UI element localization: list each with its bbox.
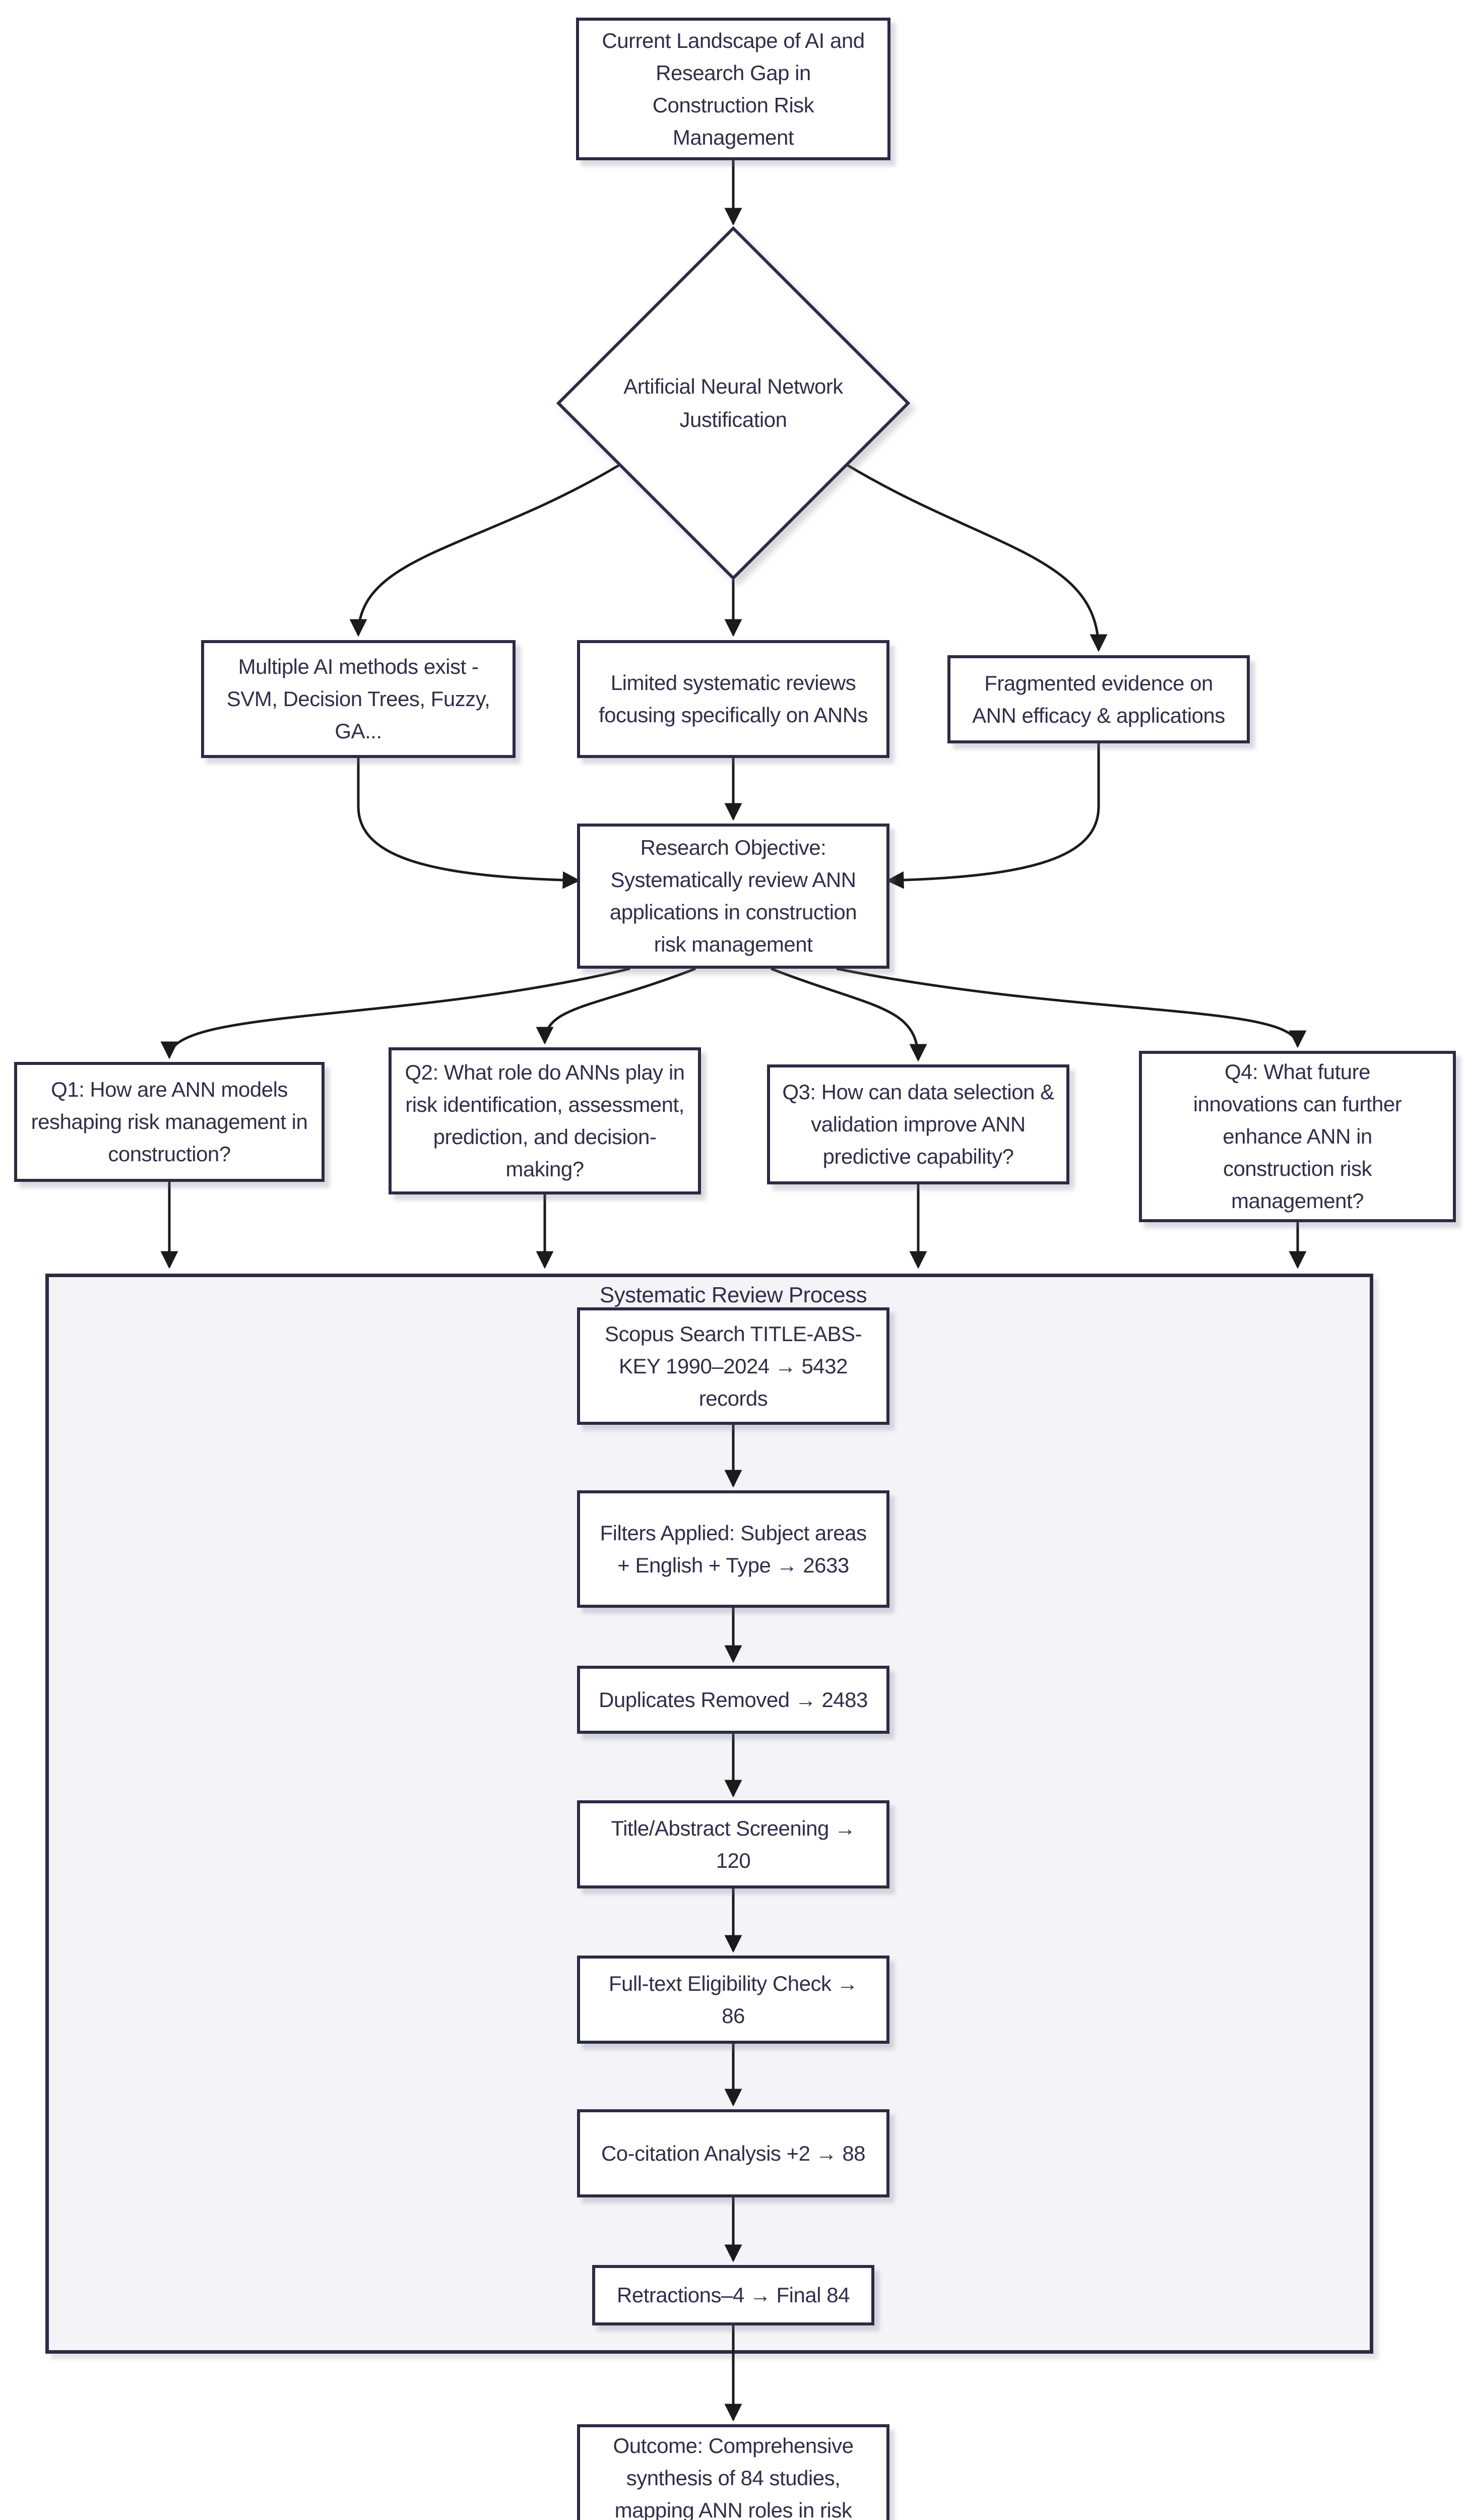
edge-finding3-to-objective [886,743,1100,889]
node-question-q1: Q1: How are ANN models reshaping risk ma… [14,1062,325,1182]
node-research-objective-label: Research Objective: Systematically revie… [609,836,857,956]
edge-diamond-to-finding1 [349,463,621,637]
node-question-q4: Q4: What future innovations can further … [1139,1051,1456,1222]
node-finding-multiple-ai: Multiple AI methods exist - SVM, Decisio… [201,640,516,758]
decision-ann-justification: Artificial Neural Network Justification [580,370,887,436]
node-current-landscape: Current Landscape of AI and Research Gap… [576,18,890,160]
process-step-scopus-search-label: Scopus Search TITLE-ABS-KEY 1990–2024 → … [604,1321,862,1410]
process-title: Systematic Review Process [599,1283,867,1307]
node-finding-fragmented-evidence-label: Fragmented evidence on ANN efficacy & ap… [972,671,1225,727]
process-step-retractions: Retractions–4 → Final 84 [592,2265,874,2325]
node-outcome-label: Outcome: Comprehensive synthesis of 84 s… [613,2434,854,2520]
edge-diamond-to-finding3 [846,463,1108,652]
process-step-filters-applied-label: Filters Applied: Subject areas + English… [600,1521,867,1577]
edge-finding1-to-objective [357,758,581,889]
node-finding-fragmented-evidence: Fragmented evidence on ANN efficacy & ap… [947,655,1250,743]
node-question-q4-label: Q4: What future innovations can further … [1193,1060,1402,1213]
node-finding-limited-reviews: Limited systematic reviews focusing spec… [577,640,889,758]
node-question-q1-label: Q1: How are ANN models reshaping risk ma… [31,1078,308,1166]
process-step-cocitation-analysis: Co-citation Analysis +2 → 88 [577,2109,889,2197]
process-step-retractions-label: Retractions–4 → Final 84 [617,2283,850,2307]
edge-objective-to-q1 [160,967,630,1059]
node-finding-multiple-ai-label: Multiple AI methods exist - SVM, Decisio… [226,655,490,743]
node-research-objective: Research Objective: Systematically revie… [577,824,889,969]
node-question-q2: Q2: What role do ANNs play in risk ident… [389,1047,701,1194]
node-current-landscape-label: Current Landscape of AI and Research Gap… [602,28,865,149]
process-step-duplicates-removed-label: Duplicates Removed → 2483 [599,1687,868,1712]
process-step-fulltext-eligibility: Full-text Eligibility Check → 86 [577,1956,889,2044]
node-outcome: Outcome: Comprehensive synthesis of 84 s… [577,2424,889,2520]
edge-objective-to-q3 [771,967,927,1062]
node-finding-limited-reviews-label: Limited systematic reviews focusing spec… [598,671,868,727]
process-step-scopus-search: Scopus Search TITLE-ABS-KEY 1990–2024 → … [577,1307,889,1425]
decision-label: Artificial Neural Network Justification [623,374,843,431]
edge-objective-to-q4 [836,967,1307,1048]
process-step-title-abstract-screening-label: Title/Abstract Screening → 120 [611,1816,856,1872]
edge-objective-to-q2 [536,967,696,1045]
process-step-cocitation-analysis-label: Co-citation Analysis +2 → 88 [601,2141,866,2165]
node-question-q3: Q3: How can data selection & validation … [767,1064,1069,1184]
diamond-shape-icon [556,226,911,581]
node-question-q3-label: Q3: How can data selection & validation … [782,1080,1054,1168]
process-step-duplicates-removed: Duplicates Removed → 2483 [577,1666,889,1734]
process-step-fulltext-eligibility-label: Full-text Eligibility Check → 86 [608,1971,858,2028]
node-question-q2-label: Q2: What role do ANNs play in risk ident… [405,1060,685,1181]
process-step-title-abstract-screening: Title/Abstract Screening → 120 [577,1800,889,1888]
process-step-filters-applied: Filters Applied: Subject areas + English… [577,1490,889,1608]
